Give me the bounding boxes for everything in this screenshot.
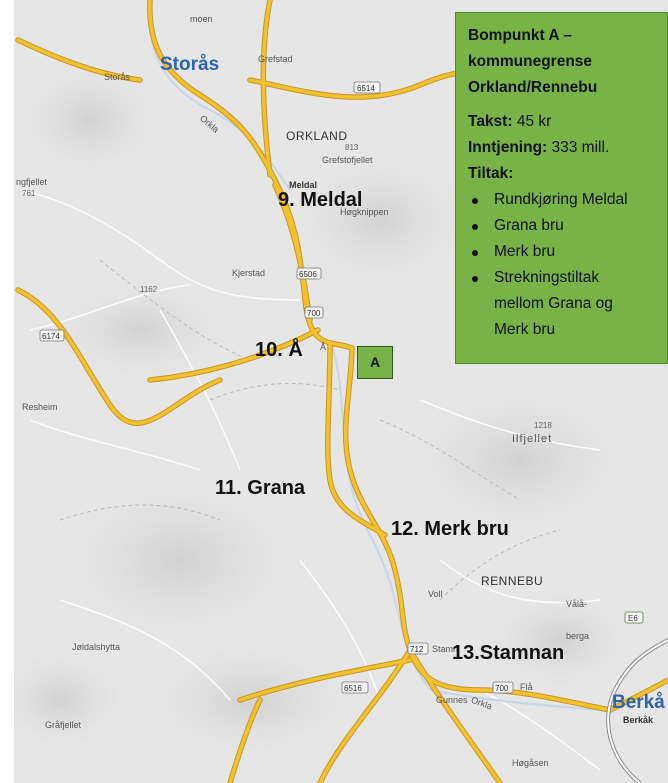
info-tiltak-label: Tiltak:	[468, 165, 514, 182]
road-shield-6516: 6516	[341, 681, 369, 694]
place-fla: Flå	[520, 682, 533, 692]
info-takst: Takst: 45 kr	[468, 113, 552, 130]
stop-merk-bru: 12. Merk bru	[391, 518, 509, 540]
place-jeldalshytta: Jøldalshytta	[72, 642, 120, 652]
road-shield-6506: 6506	[296, 267, 322, 280]
place-vala: Vålå-	[566, 599, 587, 609]
place-rennebu: RENNEBU	[481, 574, 543, 588]
place-storas-small: Storås	[104, 72, 131, 82]
road-shield-700a: 700	[304, 306, 324, 319]
svg-text:700: 700	[495, 684, 509, 693]
place-resheim: Resheim	[22, 402, 58, 412]
place-berkak-small: Berkåk	[623, 715, 654, 725]
place-berga: berga	[566, 631, 589, 641]
svg-text:6514: 6514	[357, 84, 375, 93]
svg-text:6506: 6506	[299, 270, 317, 279]
road-shield-700b: 700	[492, 681, 514, 694]
place-berkak: Berkå	[612, 692, 665, 713]
place-stamnan-small: Stamn	[432, 644, 458, 654]
road-shield-e6: E6	[624, 611, 644, 624]
stop-meldal: 9. Meldal	[278, 189, 362, 211]
toll-point-marker[interactable]: A	[357, 346, 393, 379]
place-voll: Voll	[428, 589, 443, 599]
place-ilfjellet: Ilfjellet	[512, 433, 552, 445]
place-hogknippen: Høgknippen	[340, 207, 389, 217]
place-gunnes: Gunnes	[436, 695, 468, 705]
place-hogasen: Høgåsen	[512, 758, 549, 768]
list-item: Grana bru	[468, 213, 667, 239]
main-roads	[15, 0, 668, 783]
list-item: Merk bru	[468, 239, 667, 265]
e6-road	[606, 638, 668, 783]
svg-text:E6: E6	[628, 614, 638, 623]
road-shield-6514: 6514	[353, 81, 381, 94]
list-item: Strekningstiltak	[468, 265, 667, 291]
svg-text:6174: 6174	[42, 332, 60, 341]
svg-text:700: 700	[307, 309, 321, 318]
road-shield-6174: 6174	[39, 329, 65, 342]
peak-813: 813	[345, 143, 359, 152]
place-orkland: ORKLAND	[286, 129, 348, 143]
place-grafjellet: Gråfjellet	[45, 720, 82, 730]
place-moen: moen	[190, 14, 213, 24]
place-grefstofjellet: Grefstofjellet	[322, 155, 373, 165]
stop-a: 10. Å	[255, 337, 303, 361]
list-item-continuation: mellom Grana og	[494, 295, 613, 312]
info-title-line3: Orkland/Rennebu	[468, 79, 598, 96]
info-title-line1: Bompunkt A –	[468, 27, 572, 44]
place-a-small: Å	[320, 342, 326, 352]
toll-info-box: Bompunkt A – kommunegrense Orkland/Renne…	[455, 12, 668, 364]
peak-761: 761	[22, 189, 36, 198]
place-kjerstad: Kjerstad	[232, 268, 265, 278]
terrain-shading	[0, 50, 660, 770]
place-grefstad: Grefstad	[258, 54, 293, 64]
svg-text:712: 712	[410, 645, 424, 654]
place-meldal-small: Meldal	[289, 180, 317, 190]
list-item-continuation: Merk bru	[494, 321, 556, 338]
minor-roads	[19, 189, 601, 771]
peak-1218: 1218	[534, 421, 552, 430]
stop-grana: 11. Grana	[215, 477, 306, 499]
list-item: Rundkjøring Meldal	[468, 187, 667, 213]
stop-stamnan: 13.Stamnan	[452, 642, 564, 664]
info-tiltak-list: Rundkjøring Meldal Grana bru Merk bru St…	[468, 187, 667, 343]
svg-text:6516: 6516	[344, 684, 362, 693]
peak-1162: 1162	[140, 285, 158, 294]
info-inntjening: Inntjening: 333 mill.	[468, 139, 610, 156]
left-margin	[0, 0, 14, 783]
place-storas: Storås	[160, 54, 219, 75]
road-shield-712: 712	[407, 642, 429, 655]
place-ngfjellet: ngfjellet	[16, 177, 48, 187]
info-title-line2: kommunegrense	[468, 53, 593, 70]
